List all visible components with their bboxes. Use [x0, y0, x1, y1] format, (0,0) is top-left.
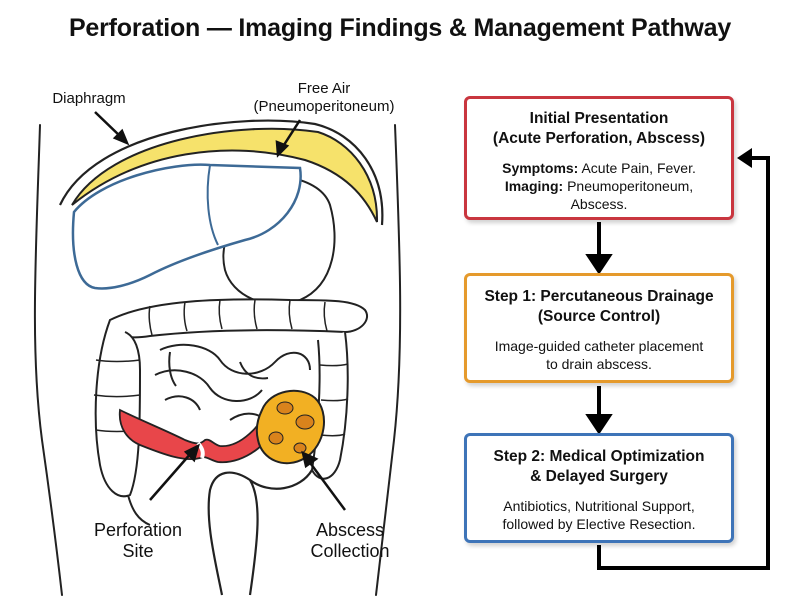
step0-body: Symptoms: Acute Pain, Fever. Imaging: Pn… [467, 159, 731, 213]
abscess-pointer [306, 459, 347, 511]
step2-desc-line2: followed by Elective Resection. [502, 516, 696, 532]
small-bowel-loop-3 [164, 395, 201, 411]
step2-title-line2: & Delayed Surgery [530, 468, 668, 485]
imaging-text: Pneumoperitoneum, [567, 178, 694, 194]
perforation-site-label: Perforation Site [78, 520, 198, 562]
imaging-text-2: Abscess. [570, 196, 628, 212]
step2-title-line1: Step 2: Medical Optimization [493, 448, 705, 465]
step2-title: Step 2: Medical Optimization & Delayed S… [467, 447, 731, 487]
diaphragm-arc [59, 119, 384, 226]
transverse-colon [108, 298, 368, 339]
step0-title: Initial Presentation (Acute Perforation,… [467, 109, 731, 149]
perforation-pointer [149, 451, 193, 501]
small-bowel-loop-2 [154, 369, 263, 402]
step-initial-presentation: Initial Presentation (Acute Perforation,… [464, 96, 734, 220]
small-bowel-loop-5 [168, 351, 177, 387]
free-air-crescent [71, 127, 379, 223]
step1-title-line2: (Source Control) [537, 308, 661, 325]
liver-lobe-line [206, 164, 219, 246]
small-bowel-loop-6 [239, 361, 269, 380]
diaphragm-label: Diaphragm [52, 90, 126, 107]
step0-title-line2: (Acute Perforation, Abscess) [492, 130, 706, 147]
arrow-loop-back [597, 156, 770, 570]
free-air-label-line2: (Pneumoperitoneum) [253, 98, 395, 115]
step1-title-line1: Step 1: Percutaneous Drainage [484, 288, 714, 305]
free-air-label: Free Air (Pneumoperitoneum) [244, 80, 404, 116]
perforation-label-line2: Site [122, 541, 154, 561]
abscess-collection-label: Abscess Collection [290, 520, 410, 562]
ascending-colon [94, 319, 142, 498]
abscess-label-line1: Abscess [315, 520, 385, 540]
step0-title-line1: Initial Presentation [529, 110, 669, 127]
step1-desc-line1: Image-guided catheter placement [494, 338, 704, 354]
abscess-label-line2: Collection [310, 541, 390, 561]
symptoms-label: Symptoms: [502, 160, 579, 176]
step2-body: Antibiotics, Nutritional Support, follow… [467, 497, 731, 533]
step-medical-optimization: Step 2: Medical Optimization & Delayed S… [464, 433, 734, 543]
sigmoid-colon [207, 469, 313, 596]
page-title: Perforation — Imaging Findings & Managem… [68, 14, 732, 42]
liver [71, 163, 302, 290]
step1-body: Image-guided catheter placement to drain… [467, 337, 731, 373]
arrow-loop-back-head [737, 148, 752, 168]
step-percutaneous-drainage: Step 1: Percutaneous Drainage (Source Co… [464, 273, 734, 383]
torso-left-outline [33, 124, 63, 596]
step1-title: Step 1: Percutaneous Drainage (Source Co… [467, 287, 731, 327]
small-bowel-loop-1 [159, 343, 311, 375]
imaging-label: Imaging: [504, 178, 564, 194]
step2-desc-line1: Antibiotics, Nutritional Support, [503, 498, 695, 514]
free-air-pointer [280, 119, 302, 149]
diaphragm-pointer [94, 111, 123, 139]
free-air-label-line1: Free Air [297, 80, 351, 97]
descending-colon [310, 331, 349, 480]
perforation-label-line1: Perforation [93, 520, 183, 540]
rectum [248, 479, 259, 596]
torso-right-outline [375, 124, 402, 596]
symptoms-text: Acute Pain, Fever. [581, 160, 696, 176]
appendix [127, 494, 151, 526]
step1-desc-line2: to drain abscess. [546, 356, 652, 372]
